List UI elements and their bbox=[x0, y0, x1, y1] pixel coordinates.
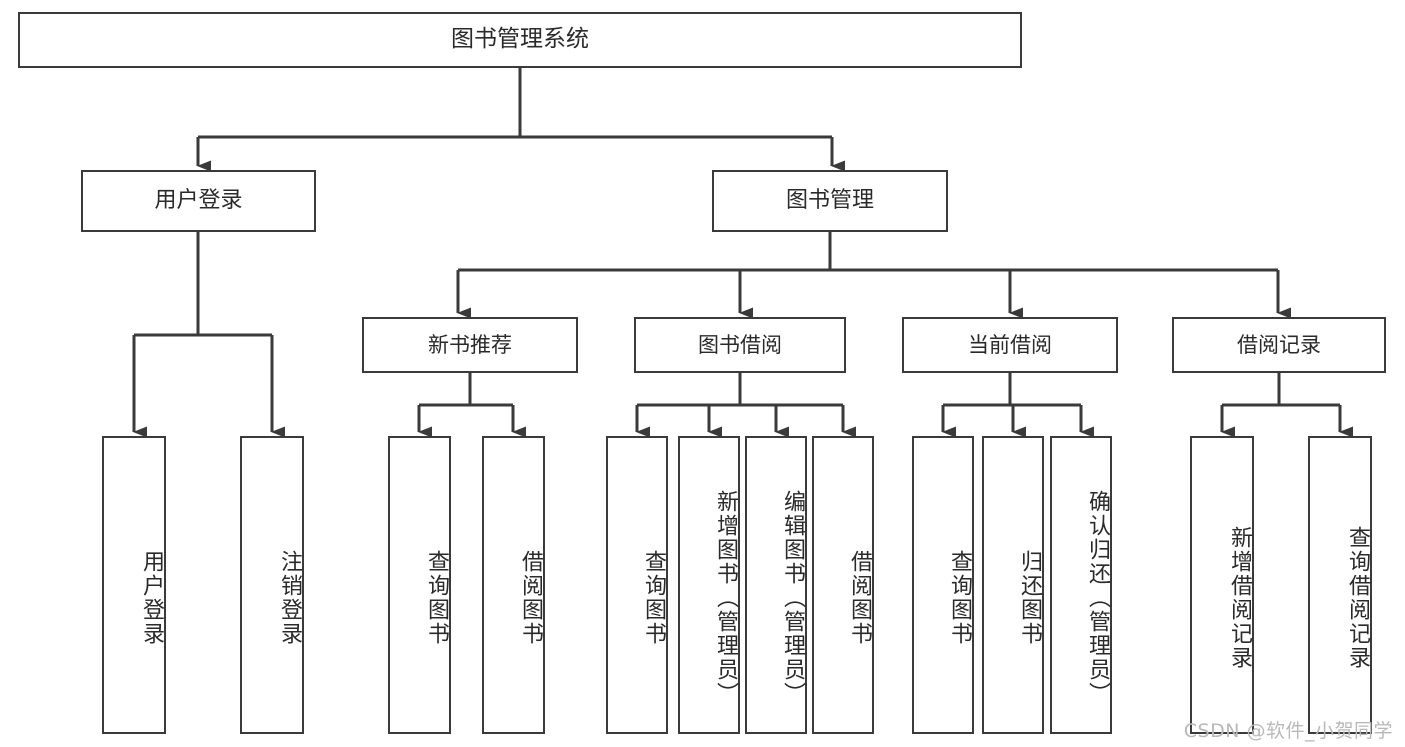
node-new-book-recommend[interactable]: 新书推荐 bbox=[362, 317, 578, 373]
node-borrow-record[interactable]: 借阅记录 bbox=[1172, 317, 1386, 373]
leaf-add-borrow-record-label: 新增借阅记录 bbox=[1227, 526, 1252, 670]
leaf-add-book-admin[interactable]: 新增图书（管理员） bbox=[678, 436, 740, 734]
node-book-management[interactable]: 图书管理 bbox=[712, 170, 948, 232]
leaf-logout-login[interactable]: 注销登录 bbox=[240, 436, 304, 734]
leaf-edit-book-admin[interactable]: 编辑图书（管理员） bbox=[745, 436, 807, 734]
leaf-confirm-return-admin[interactable]: 确认归还（管理员） bbox=[1050, 436, 1112, 734]
leaf-query-book-current-label: 查询图书 bbox=[947, 550, 972, 646]
leaf-borrow-book-label: 借阅图书 bbox=[847, 550, 872, 646]
leaf-borrow-book-newbook[interactable]: 借阅图书 bbox=[482, 436, 545, 734]
node-book-borrow-label: 图书借阅 bbox=[698, 332, 782, 357]
leaf-query-book-newbook[interactable]: 查询图书 bbox=[388, 436, 451, 734]
leaf-user-login-label: 用户登录 bbox=[139, 550, 164, 646]
leaf-query-borrow-record-label: 查询借阅记录 bbox=[1345, 526, 1370, 670]
node-borrow-record-label: 借阅记录 bbox=[1237, 332, 1321, 357]
csdn-watermark: CSDN @软件_小贺同学 bbox=[1183, 720, 1393, 742]
leaf-edit-book-admin-label: 编辑图书（管理员） bbox=[780, 490, 805, 706]
leaf-query-book-borrow-label: 查询图书 bbox=[641, 550, 666, 646]
node-current-borrow-label: 当前借阅 bbox=[968, 332, 1052, 357]
node-root-label: 图书管理系统 bbox=[451, 26, 589, 53]
leaf-return-book-label: 归还图书 bbox=[1017, 550, 1042, 646]
leaf-confirm-return-admin-label: 确认归还（管理员） bbox=[1085, 490, 1110, 706]
leaf-add-borrow-record[interactable]: 新增借阅记录 bbox=[1190, 436, 1254, 734]
node-book-borrow[interactable]: 图书借阅 bbox=[634, 317, 846, 373]
node-user-login[interactable]: 用户登录 bbox=[81, 170, 316, 232]
leaf-query-book-newbook-label: 查询图书 bbox=[424, 550, 449, 646]
leaf-borrow-book[interactable]: 借阅图书 bbox=[812, 436, 874, 734]
leaf-return-book[interactable]: 归还图书 bbox=[982, 436, 1044, 734]
leaf-query-book-borrow[interactable]: 查询图书 bbox=[606, 436, 668, 734]
node-book-management-label: 图书管理 bbox=[785, 188, 874, 214]
leaf-query-borrow-record[interactable]: 查询借阅记录 bbox=[1308, 436, 1372, 734]
leaf-user-login[interactable]: 用户登录 bbox=[102, 436, 166, 734]
node-current-borrow[interactable]: 当前借阅 bbox=[902, 317, 1118, 373]
node-root[interactable]: 图书管理系统 bbox=[18, 12, 1022, 68]
leaf-borrow-book-newbook-label: 借阅图书 bbox=[518, 550, 543, 646]
leaf-query-book-current[interactable]: 查询图书 bbox=[912, 436, 974, 734]
node-user-login-label: 用户登录 bbox=[154, 188, 243, 214]
node-new-book-recommend-label: 新书推荐 bbox=[428, 332, 512, 357]
leaf-logout-login-label: 注销登录 bbox=[277, 550, 302, 646]
leaf-add-book-admin-label: 新增图书（管理员） bbox=[713, 490, 738, 706]
